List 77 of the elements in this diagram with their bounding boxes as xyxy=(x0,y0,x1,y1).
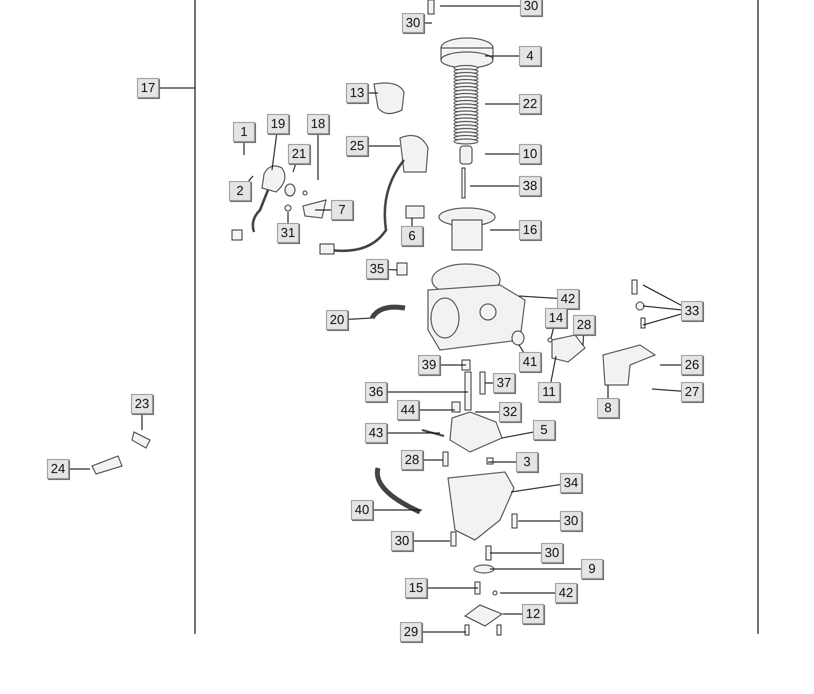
callout-number: 6 xyxy=(401,226,423,246)
callout-number: 22 xyxy=(519,94,541,114)
leader-line xyxy=(550,356,556,382)
leader-line xyxy=(440,364,466,366)
callout-number: 4 xyxy=(519,46,541,66)
callout-number: 31 xyxy=(277,223,299,243)
callout-number: 14 xyxy=(545,308,567,328)
callout-number: 19 xyxy=(267,114,289,134)
leader-line xyxy=(652,388,682,392)
callout-number: 29 xyxy=(400,622,422,642)
leader-line xyxy=(368,92,378,94)
callout-number: 7 xyxy=(331,200,353,220)
callout-number: 38 xyxy=(519,176,541,196)
leader-line xyxy=(484,382,494,384)
leader-line xyxy=(518,296,558,299)
callout-number: 28 xyxy=(401,450,423,470)
callout-number: 30 xyxy=(541,543,563,563)
callout-number: 26 xyxy=(681,355,703,375)
callout-number: 1 xyxy=(233,122,255,142)
callout-number: 28 xyxy=(573,315,595,335)
callout-number: 41 xyxy=(519,352,541,372)
callout-number: 20 xyxy=(326,310,348,330)
callout-number: 9 xyxy=(581,559,603,579)
callout-number: 12 xyxy=(522,604,544,624)
callout-number: 34 xyxy=(560,473,582,493)
leader-line xyxy=(412,540,450,542)
callout-number: 30 xyxy=(560,511,582,531)
leader-line xyxy=(348,318,372,320)
leader-line xyxy=(502,432,534,438)
leader-line xyxy=(490,552,542,554)
callout-number: 3 xyxy=(516,452,538,472)
leader-line xyxy=(518,520,560,522)
callout-number: 15 xyxy=(405,578,427,598)
callout-number: 36 xyxy=(365,382,387,402)
callout-number: 35 xyxy=(366,259,388,279)
leader-line xyxy=(388,269,398,270)
callout-number: 43 xyxy=(365,423,387,443)
callout-number: 30 xyxy=(391,531,413,551)
callout-number: 10 xyxy=(519,144,541,164)
callout-number: 13 xyxy=(346,83,368,103)
leader-line xyxy=(490,568,582,570)
callout-number: 18 xyxy=(307,114,329,134)
leader-line xyxy=(68,468,90,470)
callout-number: 42 xyxy=(557,289,579,309)
callout-number: 30 xyxy=(402,13,424,33)
callout-number: 44 xyxy=(397,400,419,420)
leader-line xyxy=(550,328,554,338)
callout-number: 42 xyxy=(555,583,577,603)
leader-line xyxy=(582,334,584,346)
leader-line xyxy=(660,364,682,366)
callout-number: 30 xyxy=(520,0,542,16)
callout-number: 8 xyxy=(597,398,619,418)
leader-line xyxy=(500,592,556,594)
callout-number: 33 xyxy=(681,301,703,321)
callout-number: 39 xyxy=(418,355,440,375)
leader-line xyxy=(642,314,682,326)
callout-number: 37 xyxy=(493,373,515,393)
leader-line xyxy=(292,164,296,172)
leader-line xyxy=(510,484,560,492)
callout-number: 16 xyxy=(519,220,541,240)
leader-line xyxy=(642,306,682,310)
callout-number: 23 xyxy=(131,394,153,414)
leader-line xyxy=(272,134,278,170)
callout-number: 17 xyxy=(137,78,159,98)
callout-number: 40 xyxy=(351,500,373,520)
leader-line xyxy=(386,432,440,434)
callout-number: 21 xyxy=(288,144,310,164)
callout-number: 24 xyxy=(47,459,69,479)
callout-number: 5 xyxy=(533,420,555,440)
leader-line xyxy=(518,344,524,352)
callout-number: 27 xyxy=(681,382,703,402)
callout-number: 11 xyxy=(538,382,560,402)
callout-number: 2 xyxy=(229,181,251,201)
callout-number: 32 xyxy=(499,402,521,422)
leader-line xyxy=(642,284,682,306)
leader-line xyxy=(248,176,254,182)
callout-number: 25 xyxy=(346,136,368,156)
